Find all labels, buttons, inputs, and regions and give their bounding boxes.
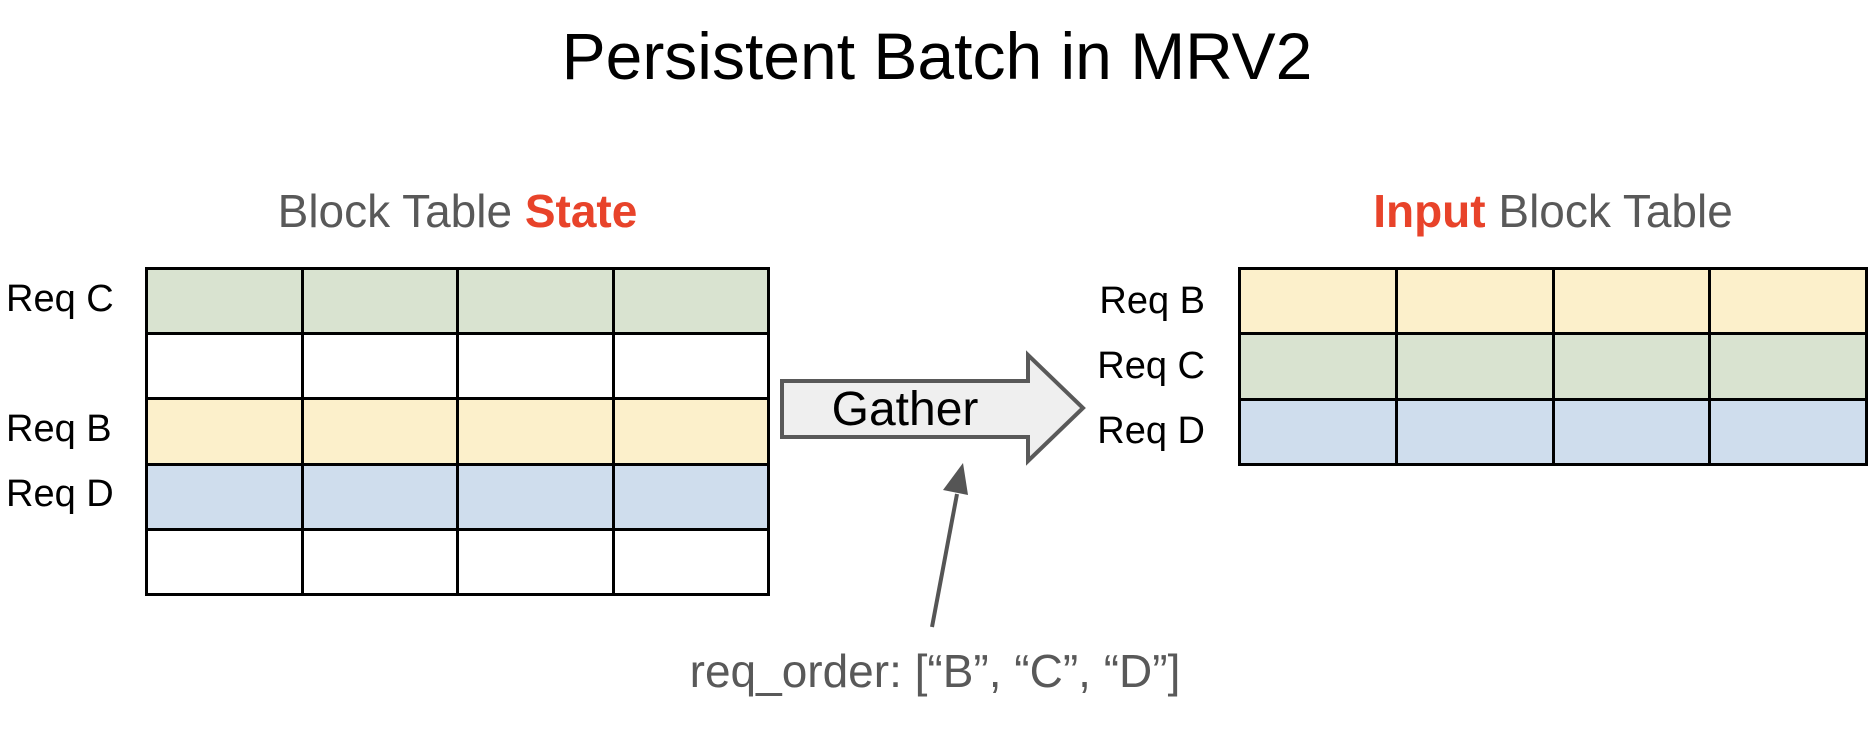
block-cell [459,530,612,593]
block-cell [459,465,612,528]
diagram-title: Persistent Batch in MRV2 [561,19,1313,93]
pointer-arrow-head [943,463,968,495]
left-header-prefix: Block Table [277,185,525,237]
block-cell [1554,270,1709,333]
right-row-label-req-d: Req D [1097,410,1205,452]
block-cell [459,270,612,333]
block-cell [303,465,456,528]
block-cell [1241,400,1395,463]
block-cell [148,400,301,463]
block-cell [614,465,767,528]
gather-arrow-label: Gather [832,383,979,436]
block-cell [303,270,456,333]
block-cell [1554,400,1709,463]
block-cell [1241,270,1395,333]
input-block-table [1238,267,1868,466]
right-row-label-req-c: Req C [1097,345,1205,387]
block-cell [1711,270,1865,333]
right-row-label-req-b: Req B [1099,280,1205,322]
right-header-highlight: Input [1373,185,1486,237]
block-cell [148,270,301,333]
block-cell [1397,400,1552,463]
left-row-label-req-c: Req C [6,278,114,320]
block-cell [1397,335,1552,398]
block-cell [1711,335,1865,398]
right-header-suffix: Block Table [1485,185,1733,237]
pointer-arrow-line [930,493,959,628]
block-cell [148,465,301,528]
block-cell [614,530,767,593]
block-cell [303,400,456,463]
block-cell [1397,270,1552,333]
block-cell [148,530,301,593]
block-cell [459,335,612,398]
block-cell [1554,335,1709,398]
req-order-annotation: req_order: [“B”, “C”, “D”] [689,645,1181,697]
left-row-label-req-d: Req D [6,473,114,515]
block-cell [1711,400,1865,463]
block-cell [303,335,456,398]
block-cell [148,335,301,398]
block-cell [614,270,767,333]
left-table-header: Block Table State [145,184,770,238]
block-table-state [145,267,770,596]
block-cell [614,335,767,398]
left-row-label-req-b: Req B [6,408,112,450]
block-cell [459,400,612,463]
block-cell [1241,335,1395,398]
gather-arrow-shape [780,350,1086,466]
block-cell [614,400,767,463]
left-header-highlight: State [524,185,638,237]
block-cell [303,530,456,593]
right-table-header: Input Block Table [1238,184,1868,238]
